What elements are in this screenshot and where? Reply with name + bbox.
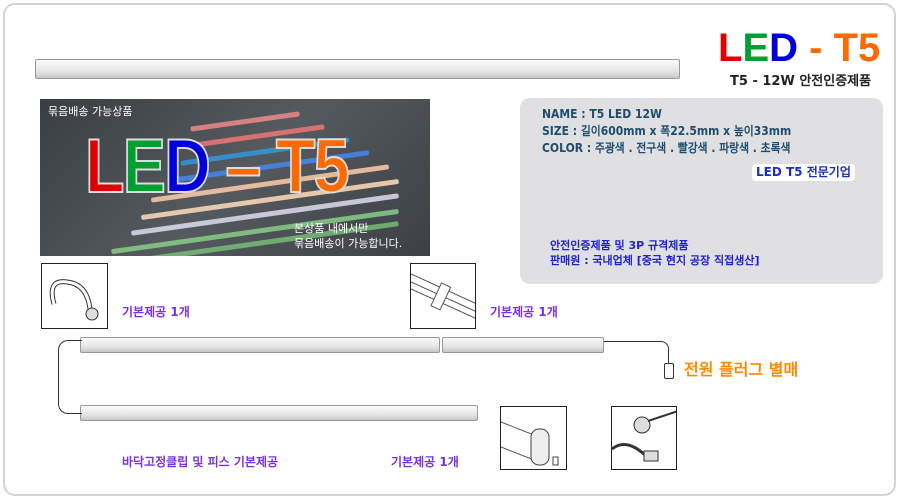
logo-l: L bbox=[718, 26, 743, 70]
power-cord bbox=[604, 341, 669, 365]
seller-text: 판매원 : 국내업체 [중국 현지 공장 직접생산] bbox=[550, 254, 760, 267]
banner-logo: LED – T5 bbox=[84, 124, 350, 209]
cable-image bbox=[41, 263, 108, 329]
page-frame bbox=[3, 3, 896, 496]
banner-line-1: 본상품 내에서만 bbox=[294, 222, 369, 235]
seller-info: 안전인증제품 및 3P 규격제품 판매원 : 국내업체 [중국 현지 공장 직접… bbox=[550, 238, 759, 268]
connector-icon bbox=[411, 273, 475, 319]
plug-cable-icon bbox=[612, 410, 676, 462]
link-cable bbox=[58, 340, 82, 414]
spec-name: NAME : T5 LED 12W bbox=[542, 107, 662, 121]
logo-dash: - bbox=[798, 26, 834, 70]
banner-bottom-text: 본상품 내에서만 묶음배송이 가능합니다. bbox=[294, 221, 402, 251]
plug-cable-image bbox=[611, 406, 677, 470]
tube-top-left bbox=[80, 337, 440, 353]
subtitle: T5 - 12W 안전인증제품 bbox=[730, 74, 872, 89]
clip-label: 바닥고정클립 및 피스 기본제공 bbox=[122, 455, 279, 469]
endcap-image bbox=[500, 406, 567, 470]
cable-label: 기본제공 1개 bbox=[122, 305, 190, 319]
logo-t5: T5 bbox=[833, 26, 881, 70]
logo-e: E bbox=[742, 26, 770, 70]
plug-icon bbox=[664, 363, 674, 379]
banner-top-text: 묶음배송 가능상품 bbox=[48, 105, 133, 118]
banner-image: 묶음배송 가능상품 LED – T5 본상품 내에서만 묶음배송이 가능합니다. bbox=[40, 99, 430, 256]
spec-panel bbox=[520, 98, 883, 284]
spec-list: NAME : T5 LED 12W SIZE : 길이600mm x 폭22.5… bbox=[542, 106, 791, 157]
spec-color: COLOR : 주광색 . 전구색 . 빨강색 . 파랑색 . 초록색 bbox=[542, 141, 791, 155]
tube-top-right bbox=[442, 337, 604, 353]
cert-text: 안전인증제품 및 3P 규격제품 bbox=[550, 239, 689, 252]
company-badge: LED T5 전문기업 bbox=[752, 164, 855, 181]
product-tube-image bbox=[35, 59, 680, 79]
logo-d: D bbox=[769, 26, 799, 70]
endcap-clip-icon bbox=[501, 421, 559, 466]
banner-line-2: 묶음배송이 가능합니다. bbox=[294, 237, 403, 250]
cable-icon bbox=[49, 279, 99, 321]
spec-size: SIZE : 길이600mm x 폭22.5mm x 높이33mm bbox=[542, 124, 792, 138]
plug-label: 전원 플러그 별매 bbox=[684, 360, 799, 379]
tube-bottom bbox=[80, 405, 478, 421]
endcap-label: 기본제공 1개 bbox=[391, 455, 459, 469]
led-t5-title: LED - T5 bbox=[718, 26, 880, 70]
connector-label: 기본제공 1개 bbox=[490, 305, 558, 319]
connector-image bbox=[410, 263, 476, 329]
